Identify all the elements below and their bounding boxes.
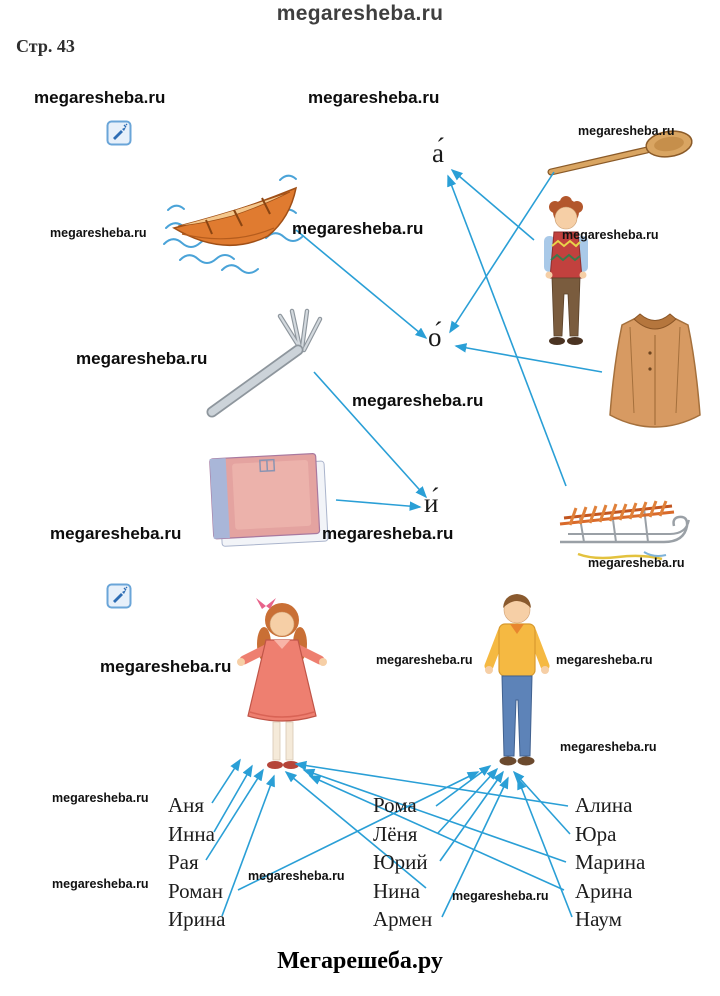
name-column-left: Аня Инна Рая Роман Ирина	[168, 791, 225, 934]
name-item: Алина	[575, 793, 633, 817]
watermark: megaresheba.ru	[308, 88, 440, 107]
site-header-watermark: megaresheba.ru	[276, 2, 444, 25]
name-item: Марина	[575, 850, 646, 875]
watermark: megaresheba.ru	[588, 556, 685, 570]
watermark: megaresheba.ru	[34, 88, 166, 107]
boy-in-vest-image	[544, 196, 588, 345]
arrow-boy-to-a	[450, 168, 535, 241]
coat-image	[609, 313, 701, 428]
name-item: Ирина	[168, 907, 226, 932]
watermark: megaresheba.ru	[560, 740, 657, 754]
pen-icon	[113, 130, 123, 140]
watermark: megaresheba.ru	[248, 869, 345, 883]
watermark: megaresheba.ru	[562, 228, 659, 242]
watermark: megaresheba.ru	[52, 791, 149, 805]
watermark: megaresheba.ru	[578, 124, 675, 138]
name-item: Наум	[575, 907, 622, 932]
arrow-arina-to-girl	[308, 775, 565, 891]
name-item: Рая	[168, 850, 199, 875]
name-item: Арина	[575, 878, 633, 903]
name-item: Рома	[373, 793, 417, 817]
watermark: megaresheba.ru	[556, 653, 653, 667]
watermark: megaresheba.ru	[322, 524, 454, 543]
watermark: megaresheba.ru	[292, 219, 424, 238]
arrow-irina-to-girl	[221, 774, 275, 917]
fork-image	[206, 308, 323, 418]
letter-i-stressed: и́	[424, 488, 439, 518]
name-item: Лёня	[373, 821, 418, 846]
exercise1-task-icon	[106, 120, 132, 146]
boat-image	[163, 174, 303, 274]
name-item: Роман	[168, 878, 223, 903]
name-item: Аня	[168, 793, 205, 817]
letter-a-stressed: а́	[432, 138, 444, 168]
name-column-middle: Рома Лёня Юрий Нина Армен	[373, 791, 432, 934]
name-item: Юрий	[373, 850, 428, 875]
name-item: Юра	[575, 821, 617, 846]
watermark: megaresheba.ru	[76, 349, 208, 368]
watermark: megaresheba.ru	[352, 391, 484, 410]
sled-image	[559, 500, 690, 561]
name-column-right: Алина Юра Марина Арина Наум	[575, 791, 645, 934]
name-item: Нина	[373, 878, 420, 903]
pen-icon	[113, 593, 123, 603]
watermark: megaresheba.ru	[52, 877, 149, 891]
name-item: Инна	[168, 821, 215, 846]
watermark: megaresheba.ru	[50, 226, 147, 240]
letter-o-stressed: о́	[428, 322, 442, 352]
boy-image	[484, 594, 550, 766]
name-item: Армен	[373, 907, 433, 932]
hair-bow	[256, 598, 276, 609]
exercise2-task-icon	[106, 583, 132, 609]
watermark: megaresheba.ru	[50, 524, 182, 543]
arrow-book-to-i	[335, 499, 422, 511]
watermark: megaresheba.ru	[376, 653, 473, 667]
girl-image	[237, 598, 327, 769]
page-number-label: Стр. 43	[16, 36, 75, 56]
watermark: megaresheba.ru	[452, 889, 549, 903]
watermark: megaresheba.ru	[100, 657, 232, 676]
spoon-image	[547, 130, 693, 176]
site-footer-title: Мегарешеба.ру	[277, 948, 443, 974]
book-image	[209, 452, 329, 547]
